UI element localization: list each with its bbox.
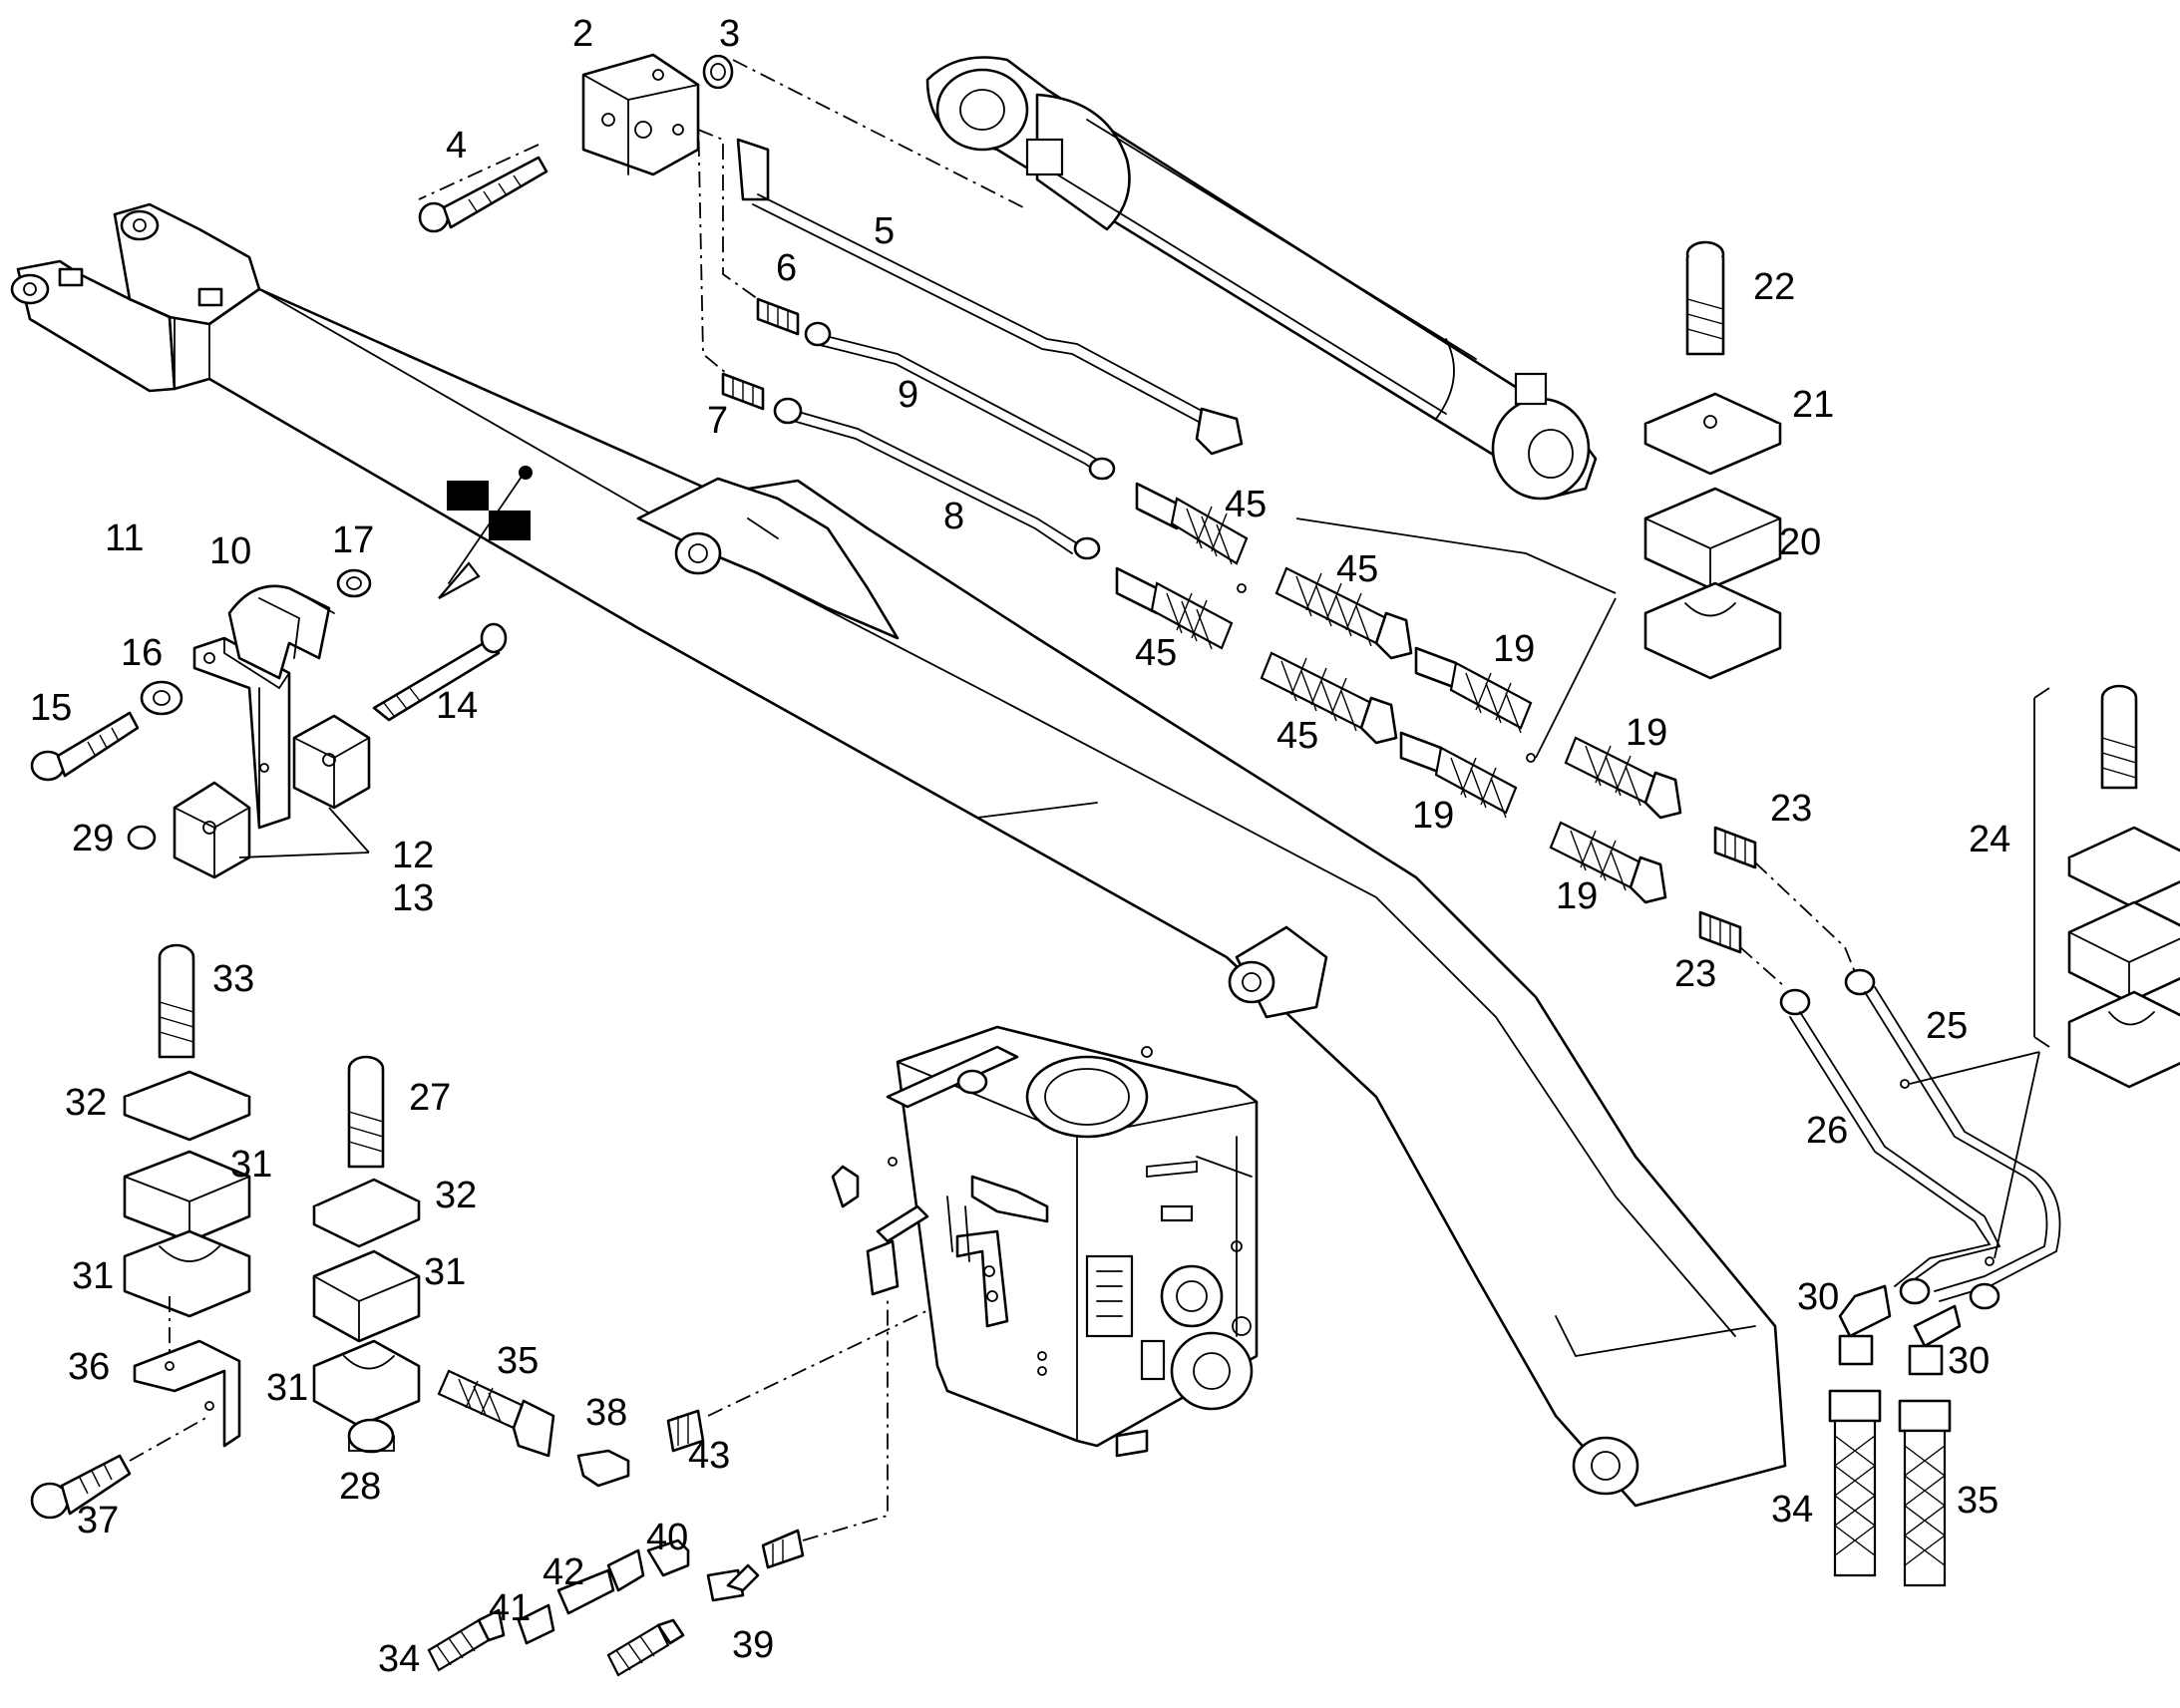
callout-21: 21 — [1792, 384, 1834, 426]
callout-23b: 23 — [1674, 953, 1716, 995]
callout-35a: 35 — [1957, 1480, 1998, 1522]
callout-27: 27 — [409, 1077, 451, 1119]
callout-30a: 30 — [1797, 1276, 1839, 1318]
callout-45d: 45 — [1276, 715, 1318, 757]
bracket-assembly-left — [30, 568, 508, 879]
callout-23a: 23 — [1770, 788, 1812, 830]
clamp-stack-middle — [312, 1055, 421, 1454]
callout-14: 14 — [436, 685, 478, 727]
callout-19d: 19 — [1556, 875, 1598, 917]
callout-33: 33 — [212, 958, 254, 1000]
fitting-7 — [721, 372, 803, 425]
callout-40: 40 — [646, 1517, 688, 1558]
rigid-pipes — [697, 109, 1244, 560]
callout-38: 38 — [585, 1392, 627, 1434]
bolt-4 — [418, 156, 548, 233]
seal-ring — [702, 54, 734, 90]
hydraulic-cylinder — [925, 56, 1598, 501]
callout-12: 12 — [392, 835, 434, 876]
hose-line-bottom — [437, 1295, 958, 1488]
clamp-set-20-22 — [1295, 240, 1782, 759]
callout-9: 9 — [898, 374, 918, 416]
callout-20: 20 — [1779, 521, 1821, 563]
callout-32a: 32 — [65, 1082, 107, 1124]
callout-36: 36 — [68, 1346, 110, 1388]
callout-5: 5 — [874, 210, 895, 252]
callout-17: 17 — [332, 519, 374, 561]
callout-8: 8 — [943, 496, 964, 537]
callout-43: 43 — [688, 1435, 730, 1477]
callout-37: 37 — [77, 1500, 119, 1541]
callout-13: 13 — [392, 877, 434, 919]
callout-16: 16 — [121, 632, 163, 674]
callout-34a: 34 — [1771, 1489, 1813, 1531]
callout-19b: 19 — [1626, 712, 1667, 754]
callout-45c: 45 — [1135, 632, 1177, 674]
boom-arm — [10, 202, 1787, 1508]
callout-29: 29 — [72, 818, 114, 859]
hose-assemblies — [1115, 482, 1757, 954]
callout-28: 28 — [339, 1466, 381, 1508]
callout-45b: 45 — [1336, 548, 1378, 590]
callout-31c: 31 — [424, 1251, 466, 1293]
callout-2: 2 — [572, 13, 593, 55]
callout-25: 25 — [1926, 1005, 1968, 1047]
callout-19a: 19 — [1493, 628, 1535, 670]
callout-30b: 30 — [1948, 1340, 1990, 1382]
callout-3: 3 — [719, 13, 740, 55]
callout-4: 4 — [446, 125, 467, 167]
callout-labels: 2 3 4 5 6 7 8 9 10 11 12 13 14 15 16 17 … — [30, 13, 2010, 1680]
callout-19c: 19 — [1412, 795, 1454, 837]
callout-31d: 31 — [266, 1367, 308, 1409]
callout-15: 15 — [30, 687, 72, 729]
clamp-set-24 — [2033, 684, 2180, 1089]
callout-22: 22 — [1753, 266, 1795, 308]
callout-32b: 32 — [435, 1175, 477, 1216]
callout-42: 42 — [543, 1551, 584, 1593]
callout-24: 24 — [1969, 819, 2010, 860]
clamp-stack-left — [30, 943, 251, 1520]
valve-block — [418, 53, 1028, 210]
callout-45a: 45 — [1225, 484, 1267, 525]
control-box — [831, 1025, 1259, 1458]
callout-10: 10 — [209, 530, 251, 572]
callout-11: 11 — [105, 517, 144, 559]
callout-41: 41 — [489, 1587, 531, 1629]
callout-31b: 31 — [72, 1255, 114, 1297]
pipes-right — [1739, 861, 2061, 1587]
callout-39: 39 — [732, 1624, 774, 1666]
callout-31a: 31 — [230, 1144, 272, 1186]
callout-34b: 34 — [378, 1638, 420, 1680]
fitting-6 — [756, 297, 832, 347]
callout-35b: 35 — [497, 1340, 539, 1382]
callout-26: 26 — [1806, 1110, 1848, 1152]
callout-6: 6 — [776, 247, 797, 289]
fittings-bottom — [427, 1296, 889, 1677]
callout-7: 7 — [707, 400, 728, 442]
